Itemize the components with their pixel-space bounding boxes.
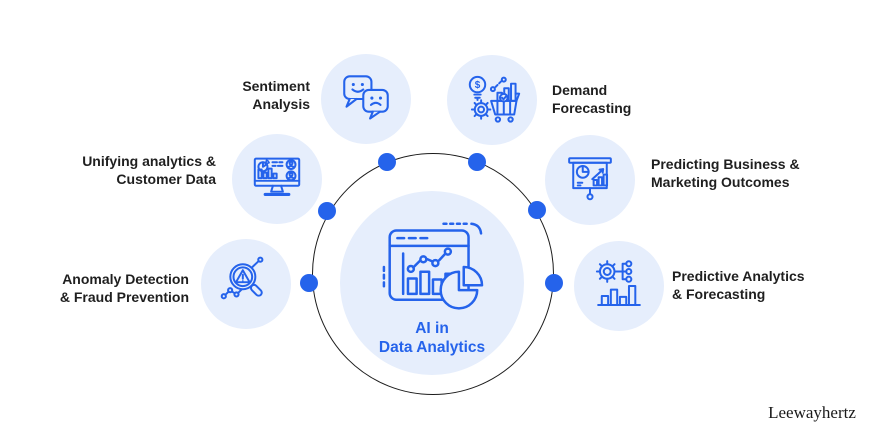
label-line: & Forecasting: [672, 285, 766, 302]
icon-bubble-demand: $: [447, 55, 537, 145]
orbit-dot: [468, 153, 486, 171]
icon-bubble-sentiment: [321, 54, 411, 144]
label-line: Demand: [552, 82, 608, 98]
center-title-line: Data Analytics: [378, 339, 486, 356]
label-line: Predictive Analytics: [672, 268, 805, 284]
label-line: Unifying analytics &: [82, 153, 216, 169]
label-line: & Fraud Prevention: [59, 288, 189, 305]
center-title-line: AI in: [415, 320, 449, 337]
dashboard-monitor-icon: [253, 157, 301, 196]
icon-bubble-anomaly: [201, 239, 291, 329]
icon-bubble-predicting: [545, 135, 635, 225]
label-line: Anomaly Detection: [62, 271, 189, 287]
orbit-dot: [318, 202, 336, 220]
label-sentiment-analysis: Sentiment Analysis: [160, 78, 310, 113]
label-predicting-outcomes: Predicting Business & Marketing Outcomes: [651, 156, 856, 191]
label-demand-forecasting: Demand Forecasting: [552, 82, 682, 117]
center-title: AI in Data Analytics: [379, 319, 485, 357]
label-line: Forecasting: [552, 99, 632, 116]
center-hub: AI in Data Analytics: [340, 191, 524, 375]
brand-watermark: Leewayhertz: [768, 403, 856, 422]
icon-bubble-unifying: [232, 134, 322, 224]
presentation-chart-icon: [568, 157, 612, 201]
orbit-dot: [300, 274, 318, 292]
orbit-dot: [378, 153, 396, 171]
orbit-dot: [528, 201, 546, 219]
label-line: Customer Data: [116, 170, 216, 187]
label-line: Marketing Outcomes: [651, 173, 790, 190]
magnifier-warning-icon: [220, 256, 264, 300]
label-anomaly-detection: Anomaly Detection & Fraud Prevention: [19, 271, 189, 306]
label-line: Predicting Business &: [651, 156, 800, 172]
icon-bubble-predictive: [574, 241, 664, 331]
svg-text:$: $: [475, 80, 481, 91]
orbit-dot: [545, 274, 563, 292]
analytics-dashboard-icon: [382, 222, 484, 310]
label-line: Sentiment: [242, 78, 310, 94]
speech-bubbles-sentiment-icon: [343, 75, 389, 120]
label-unifying-analytics: Unifying analytics & Customer Data: [31, 153, 216, 188]
gear-nodes-chart-icon: [595, 260, 641, 307]
label-predictive-analytics: Predictive Analytics & Forecasting: [672, 268, 857, 303]
label-line: Analysis: [252, 95, 310, 112]
cart-bulb-forecast-icon: $: [468, 75, 521, 123]
